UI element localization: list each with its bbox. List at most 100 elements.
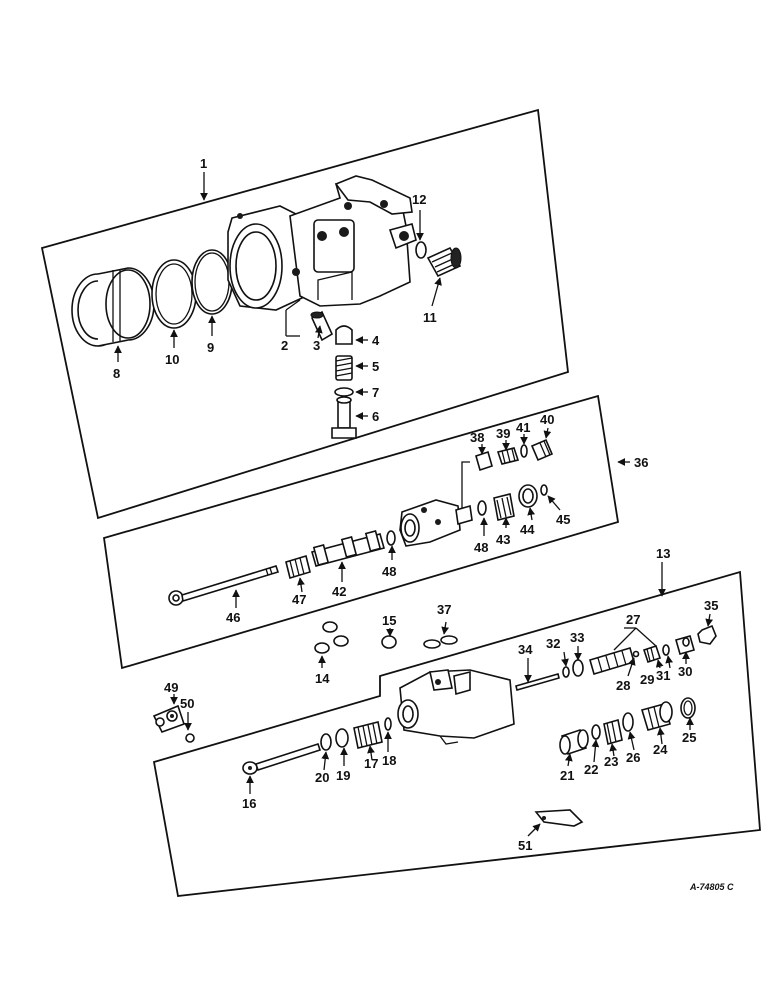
callout-46: 46 bbox=[226, 610, 240, 625]
callout-14: 14 bbox=[315, 671, 330, 686]
callout-49: 49 bbox=[164, 680, 178, 695]
ring-10-part bbox=[151, 259, 197, 329]
plug-38-part bbox=[475, 450, 493, 472]
rod-46-part bbox=[168, 565, 280, 606]
washers-14-part bbox=[314, 621, 349, 654]
callout-25: 25 bbox=[682, 730, 696, 745]
plunger-24-part bbox=[640, 701, 673, 731]
callout-51: 51 bbox=[518, 838, 532, 853]
callout-48-lower: 48 bbox=[382, 564, 396, 579]
callout-41: 41 bbox=[516, 420, 530, 435]
callout-1: 1 bbox=[200, 156, 207, 171]
callout-4: 4 bbox=[372, 333, 380, 348]
washer-45-part bbox=[540, 484, 548, 496]
valve-body-part bbox=[399, 499, 473, 547]
washer-19-part bbox=[335, 728, 349, 748]
washer-12-part bbox=[415, 241, 427, 259]
callout-32: 32 bbox=[546, 636, 560, 651]
callout-50: 50 bbox=[180, 696, 194, 711]
pin-50-part bbox=[185, 733, 195, 743]
callout-30: 30 bbox=[678, 664, 692, 679]
washer-15-part bbox=[381, 635, 397, 649]
callout-7: 7 bbox=[372, 385, 379, 400]
spring-43-part bbox=[493, 493, 515, 521]
callout-44: 44 bbox=[520, 522, 535, 537]
callout-39: 39 bbox=[496, 426, 510, 441]
ring-9-part bbox=[191, 249, 233, 315]
spool-42-part bbox=[311, 530, 385, 567]
callout-48-upper: 48 bbox=[474, 540, 488, 555]
ring-33-part bbox=[572, 659, 584, 677]
washer-20-part bbox=[320, 733, 332, 751]
callout-42: 42 bbox=[332, 584, 346, 599]
washer-31-part bbox=[662, 644, 670, 656]
fitting-part bbox=[426, 246, 462, 278]
callout-28: 28 bbox=[616, 678, 630, 693]
callout-8: 8 bbox=[113, 366, 120, 381]
rod-16-part bbox=[242, 742, 322, 775]
cap-44-part bbox=[518, 484, 538, 508]
yoke-49-part bbox=[152, 704, 186, 733]
callout-6: 6 bbox=[372, 409, 379, 424]
callout-47: 47 bbox=[292, 592, 306, 607]
callout-18: 18 bbox=[382, 753, 396, 768]
callout-40: 40 bbox=[540, 412, 554, 427]
callout-20: 20 bbox=[315, 770, 329, 785]
bracket-51-part bbox=[534, 809, 584, 827]
callout-27: 27 bbox=[626, 612, 640, 627]
callout-15: 15 bbox=[382, 613, 396, 628]
spring-47-part bbox=[285, 554, 311, 580]
callout-43: 43 bbox=[496, 532, 510, 547]
spring-29-part bbox=[642, 644, 662, 664]
bolt-6-part bbox=[331, 396, 357, 439]
callout-12: 12 bbox=[412, 192, 426, 207]
housing-part bbox=[227, 175, 417, 311]
callout-22: 22 bbox=[584, 762, 598, 777]
fitting-40-part bbox=[530, 438, 554, 462]
callout-38: 38 bbox=[470, 430, 484, 445]
oring-7-part bbox=[334, 387, 354, 397]
callout-16: 16 bbox=[242, 796, 256, 811]
callout-33: 33 bbox=[570, 630, 584, 645]
washers-37-part bbox=[423, 635, 458, 649]
callout-19: 19 bbox=[336, 768, 350, 783]
callout-11: 11 bbox=[423, 310, 437, 325]
callout-5: 5 bbox=[372, 359, 379, 374]
washer-32-part bbox=[562, 666, 570, 678]
callout-23: 23 bbox=[604, 754, 618, 769]
spring-5-part bbox=[335, 355, 353, 381]
control-valve-body-part bbox=[397, 669, 515, 745]
callout-34: 34 bbox=[518, 642, 533, 657]
callout-10: 10 bbox=[165, 352, 179, 367]
fitting-30-part bbox=[675, 635, 695, 655]
callout-31: 31 bbox=[656, 668, 670, 683]
drawing-number: A-74805 C bbox=[689, 882, 734, 892]
spring-17-part bbox=[353, 721, 383, 749]
callout-24: 24 bbox=[653, 742, 668, 757]
panel-control-valve-group: 13 16 17 18 19 20 21 22 23 24 25 26 27 2… bbox=[152, 546, 761, 897]
pin-34-part bbox=[515, 673, 560, 691]
callout-3: 3 bbox=[313, 338, 320, 353]
callout-45: 45 bbox=[556, 512, 570, 527]
washer-41-part bbox=[520, 444, 528, 458]
plug-part bbox=[335, 325, 353, 345]
callout-2: 2 bbox=[281, 338, 288, 353]
callout-37: 37 bbox=[437, 602, 451, 617]
callout-17: 17 bbox=[364, 756, 378, 771]
panel-cylinder-group: 1 2 3 4 5 6 7 8 9 10 11 12 bbox=[40, 108, 569, 520]
piston-part bbox=[71, 267, 155, 347]
callout-13: 13 bbox=[656, 546, 670, 561]
ring-48b-part bbox=[477, 500, 487, 516]
callout-21: 21 bbox=[560, 768, 574, 783]
ring-48a-part bbox=[386, 530, 396, 546]
callout-35: 35 bbox=[704, 598, 718, 613]
callout-26: 26 bbox=[626, 750, 640, 765]
callout-29: 29 bbox=[640, 672, 654, 687]
washer-22-part bbox=[591, 724, 601, 740]
callout-36: 36 bbox=[634, 455, 648, 470]
washer-18-part bbox=[384, 717, 392, 731]
spring-23-part bbox=[603, 718, 623, 746]
panel-valve-group: 38 39 40 41 42 43 44 45 46 47 48 48 36 bbox=[103, 394, 648, 670]
ring-26-part bbox=[622, 712, 634, 732]
